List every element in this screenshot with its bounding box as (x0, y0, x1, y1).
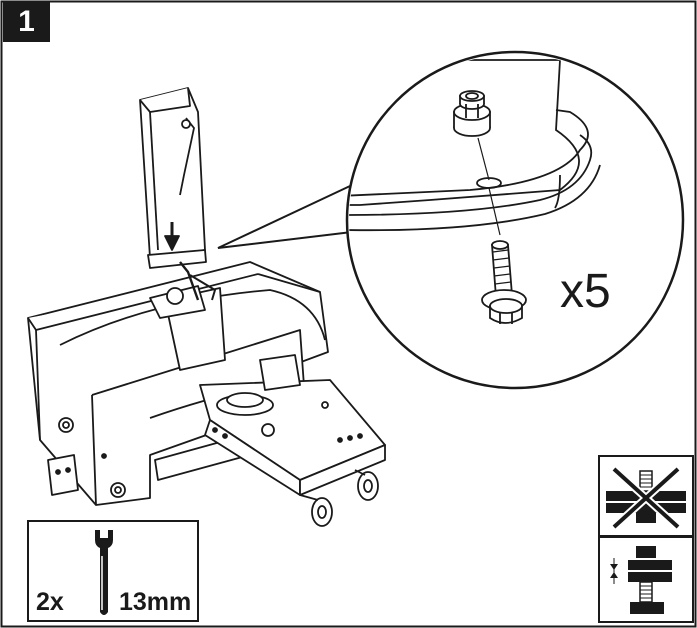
wrench-icon (95, 530, 113, 615)
panel-divider (600, 535, 692, 538)
flange-bolt (481, 240, 527, 324)
snow-thrower-attachment (27, 87, 386, 527)
tool-size: 13mm (119, 588, 192, 616)
bolt-quantity-label: x5 (560, 265, 611, 318)
tool-quantity: 2x (36, 588, 64, 616)
correct-assembly-icon (610, 546, 672, 614)
assembly-note-panel (598, 455, 694, 623)
flange-nut (453, 90, 491, 137)
required-tools-box: 2x 13mm (27, 520, 199, 622)
incorrect-assembly-icon (606, 466, 686, 530)
step-number-badge: 1 (3, 2, 50, 42)
callout-pointer (217, 184, 354, 249)
detail-magnifier (345, 50, 685, 390)
